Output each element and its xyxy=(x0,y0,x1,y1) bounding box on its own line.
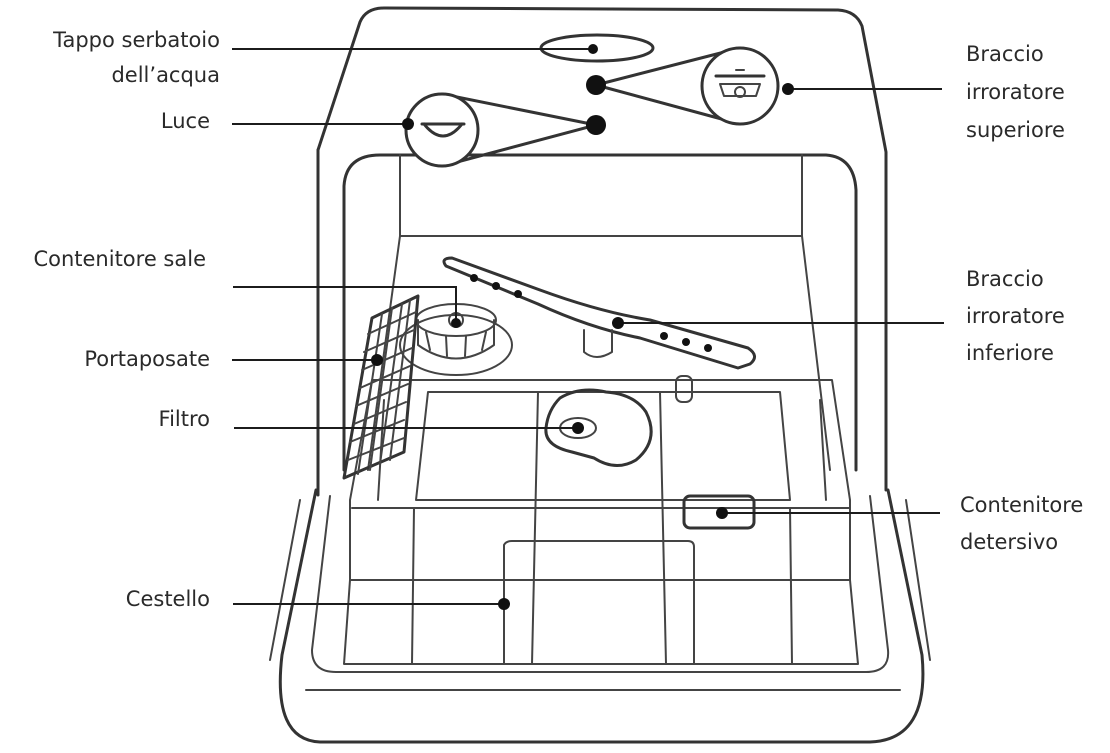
label-basket: Cestello xyxy=(126,587,210,611)
inner-frame xyxy=(342,153,858,472)
dot-salt-container xyxy=(451,318,461,328)
label-lower-spray-arm-line2: irroratore xyxy=(966,304,1065,328)
label-lower-spray-arm-line1: Braccio xyxy=(966,267,1044,291)
cavity-left-wall xyxy=(367,235,401,471)
callouts xyxy=(232,44,944,610)
label-detergent-container-line2: detersivo xyxy=(960,530,1058,554)
cavity-right-wall xyxy=(801,235,831,471)
label-upper-spray-arm-line3: superiore xyxy=(966,118,1065,142)
dot-light-source xyxy=(586,115,606,135)
label-water-tank-cap-line2: dell’acqua xyxy=(111,63,220,87)
door-outer xyxy=(278,488,925,744)
cutlery-basket-drawing xyxy=(342,294,420,480)
label-filter: Filtro xyxy=(159,407,210,431)
label-detergent-container-line1: Contenitore xyxy=(960,493,1083,517)
lower-spray-arm-drawing xyxy=(442,256,756,370)
outer-body xyxy=(316,6,888,492)
label-light: Luce xyxy=(161,109,210,133)
label-water-tank-cap-line1: Tappo serbatoio xyxy=(52,28,220,52)
nozzle-drawing xyxy=(675,375,693,403)
dot-upper-spray-arm xyxy=(782,83,794,95)
basket-drawing xyxy=(343,379,859,665)
label-lower-spray-arm-line3: inferiore xyxy=(966,341,1054,365)
cavity-back-wall xyxy=(399,154,803,237)
dot-water-tank-cap xyxy=(588,44,598,54)
door-inner-rim xyxy=(269,499,931,691)
dot-lower-spray-arm xyxy=(612,317,624,329)
dot-filter xyxy=(572,422,584,434)
label-upper-spray-arm-line1: Braccio xyxy=(966,42,1044,66)
dot-basket xyxy=(498,598,510,610)
dot-upper-spray-arm-source xyxy=(586,75,606,95)
label-salt-container: Contenitore sale xyxy=(33,247,206,271)
dot-detergent-container xyxy=(716,507,728,519)
labels: Tappo serbatoio dell’acqua Luce Contenit… xyxy=(33,28,1083,611)
dot-cutlery-basket xyxy=(371,354,383,366)
dot-light xyxy=(402,118,414,130)
door-inner-panel xyxy=(311,495,890,673)
leader-salt-container xyxy=(233,286,457,323)
label-cutlery-basket: Portaposate xyxy=(84,347,210,371)
label-upper-spray-arm-line2: irroratore xyxy=(966,80,1065,104)
